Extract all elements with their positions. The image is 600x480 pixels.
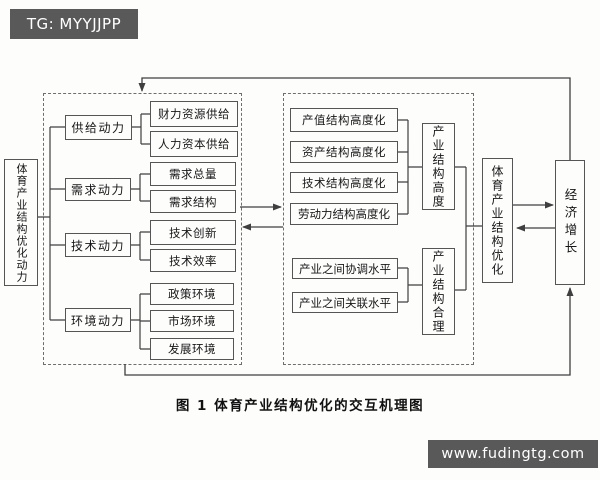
rationalization-summary-box: 产业结构合理 — [422, 248, 455, 335]
driver-source-box: 体育产业结构优化动力 — [4, 159, 38, 286]
watermark-site-url: www.fudingtg.com — [428, 440, 598, 468]
figure-caption: 图 1 体育产业结构优化的交互机理图 — [175, 398, 425, 414]
outcome-box-coordination-level: 产业之间协调水平 — [292, 258, 398, 279]
outcomes-dashed-frame — [283, 93, 474, 365]
outcome-box-correlation-level: 产业之间关联水平 — [292, 292, 398, 313]
factor-box-policy-environment: 政策环境 — [150, 283, 234, 305]
outcome-box-labor-structure: 劳动力结构高度化 — [290, 203, 398, 225]
driver-box-supply: 供给动力 — [65, 115, 132, 140]
outcome-box-asset-structure: 资产结构高度化 — [290, 141, 398, 163]
watermark-top-left: TG: MYYJJPP — [10, 9, 138, 39]
outcome-box-output-value-structure: 产值结构高度化 — [290, 108, 398, 132]
driver-box-demand: 需求动力 — [65, 178, 131, 201]
driver-box-technology: 技术动力 — [65, 233, 131, 257]
factor-box-development-environment: 发展环境 — [150, 338, 234, 360]
advancement-summary-box: 产业结构高度 — [422, 123, 455, 210]
factor-box-market-environment: 市场环境 — [150, 310, 234, 332]
optimization-box: 体育产业结构优化 — [482, 158, 513, 283]
outcome-box-technical-structure: 技术结构高度化 — [290, 172, 398, 193]
bracket-lines — [38, 113, 482, 350]
factor-box-technical-efficiency: 技术效率 — [150, 249, 236, 272]
factor-box-total-demand: 需求总量 — [150, 162, 236, 186]
arrow-growth-feedback-top — [138, 77, 571, 160]
arrow-drivers-feedback-bottom — [124, 287, 574, 376]
drivers-dashed-frame — [43, 93, 242, 365]
factor-box-demand-structure: 需求结构 — [150, 190, 236, 213]
driver-box-environment: 环境动力 — [65, 308, 131, 332]
factor-box-financial-resource-supply: 财力资源供给 — [150, 101, 238, 127]
factor-box-human-capital-supply: 人力资本供给 — [150, 131, 238, 157]
economic-growth-box: 经济增长 — [555, 160, 585, 285]
factor-box-technical-innovation: 技术创新 — [150, 220, 236, 245]
